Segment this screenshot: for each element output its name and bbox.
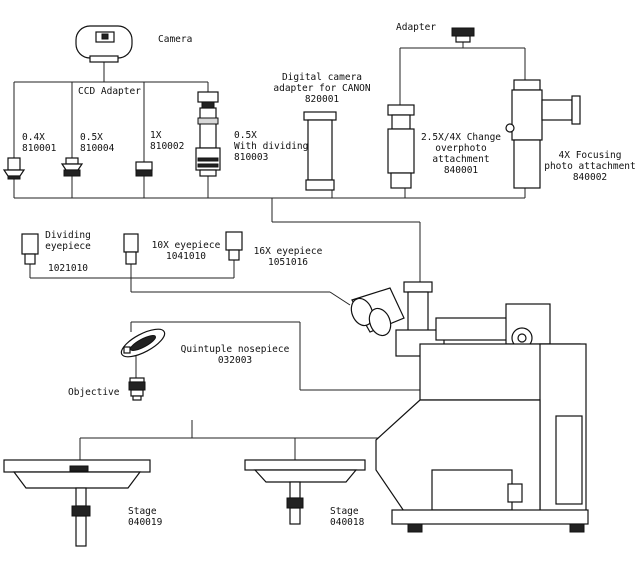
- objective-label: Objective: [68, 387, 120, 398]
- ccd-adapter-04x-icon: [2, 157, 26, 180]
- camera-label: Camera: [158, 34, 193, 45]
- change-overphoto-attachment-icon: [387, 104, 415, 189]
- adapter-icon: [451, 27, 475, 43]
- eyepiece-10x-icon: [123, 233, 139, 265]
- eyepiece-16x-icon: [225, 231, 243, 261]
- stage-040018-icon: [244, 459, 366, 525]
- digital-camera-adapter-icon: [303, 111, 337, 191]
- ccd-adapter-1x-icon: [135, 161, 153, 177]
- nosepiece-icon: [120, 328, 166, 358]
- stage-040019-icon: [3, 459, 151, 547]
- ccd-adapter-05x-dividing-icon: [195, 91, 221, 177]
- dividing-eyepiece-icon: [21, 233, 39, 265]
- adapter-label: Adapter: [396, 22, 437, 33]
- camera-icon: [75, 25, 133, 63]
- objective-icon: [128, 377, 146, 401]
- microscope-icon: [350, 281, 589, 533]
- ccd-adapter-05x-icon: [60, 157, 84, 177]
- focusing-photo-attachment-icon: [505, 79, 581, 189]
- ccd-adapter-label: CCD Adapter: [78, 86, 141, 97]
